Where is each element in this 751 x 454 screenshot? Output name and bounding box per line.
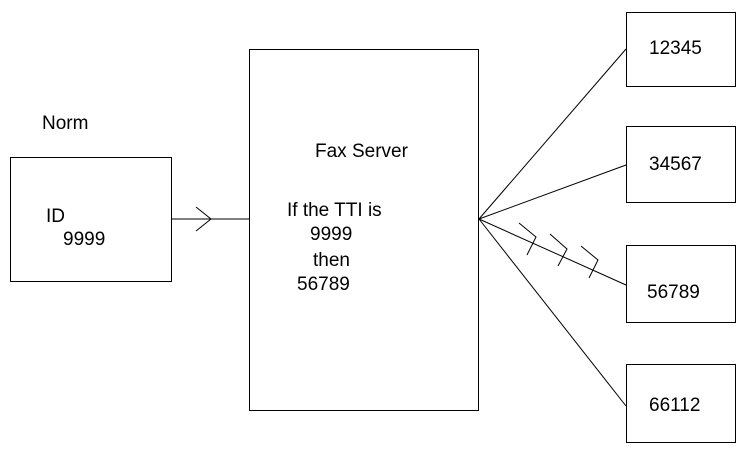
routed-arrowhead-2 xyxy=(549,233,568,267)
routing-rule-tti: 9999 xyxy=(310,224,353,245)
sender-label: Norm xyxy=(42,113,89,134)
routed-arrowhead-1 xyxy=(518,222,537,256)
destination-box-2: 34567 xyxy=(626,126,736,203)
sender-id-label: ID xyxy=(46,206,65,227)
destination-box-1: 12345 xyxy=(626,12,736,87)
line-to-destination-3 xyxy=(478,218,627,286)
sender-box: ID 9999 xyxy=(10,157,172,282)
line-to-destination-4 xyxy=(478,218,627,407)
routed-arrowhead-3 xyxy=(580,245,599,279)
sender-id-value: 9999 xyxy=(63,229,106,250)
destination-number: 66112 xyxy=(649,395,701,416)
destination-number: 12345 xyxy=(649,38,702,59)
routing-rule-line-1: If the TTI is xyxy=(287,200,382,221)
routing-rule-then: then xyxy=(313,250,350,271)
routing-rule-destination: 56789 xyxy=(297,274,350,295)
destination-box-3: 56789 xyxy=(626,245,736,323)
fax-server-box: Fax Server If the TTI is 9999 then 56789 xyxy=(249,49,479,411)
destination-box-4: 66112 xyxy=(626,364,736,443)
sender-to-server-arrowhead xyxy=(195,206,212,232)
line-to-destination-2 xyxy=(478,164,627,220)
destination-number: 34567 xyxy=(649,154,702,175)
destination-number: 56789 xyxy=(647,282,700,303)
fax-server-title: Fax Server xyxy=(315,141,408,162)
line-to-destination-1 xyxy=(478,48,627,220)
